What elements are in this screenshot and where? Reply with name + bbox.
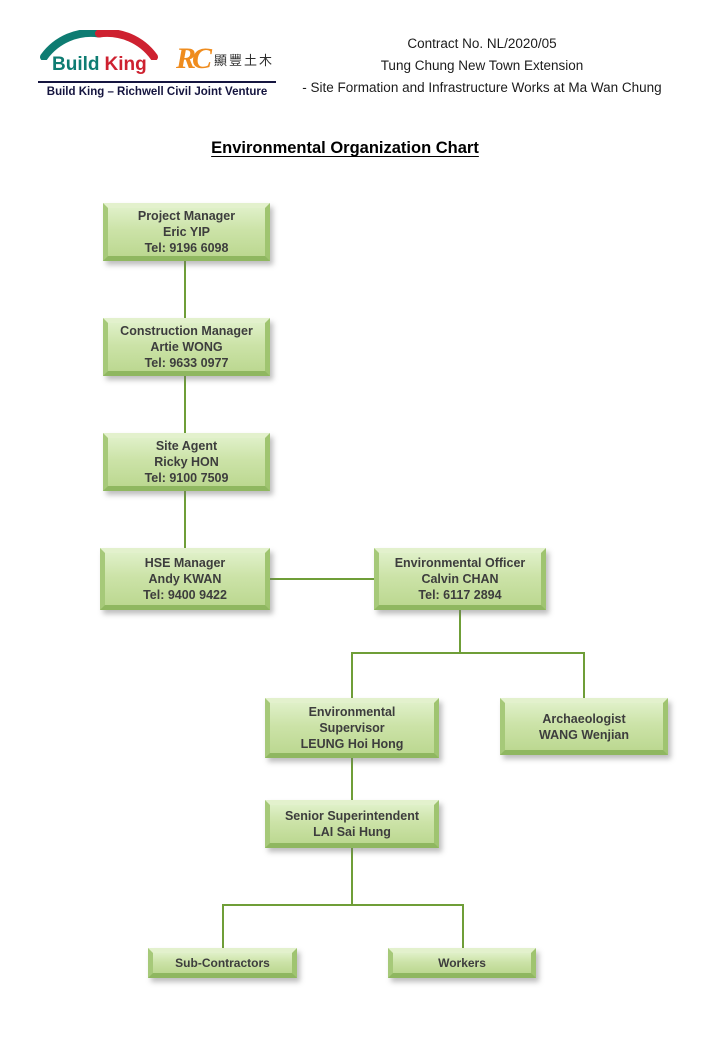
connector-sa-hse <box>184 491 186 548</box>
connector-ss-branch <box>222 904 464 906</box>
org-node-workers: Workers <box>388 948 536 978</box>
node-role: Supervisor <box>319 721 385 735</box>
node-role: Sub-Contractors <box>175 956 270 970</box>
node-role: Site Agent <box>155 439 218 453</box>
connector-pm-cm <box>184 261 186 318</box>
king-word: King <box>104 54 147 75</box>
richwell-civil-logo: RC 顯豐土木 <box>176 44 274 78</box>
node-phone: Tel: 9633 0977 <box>144 356 229 370</box>
page-title: Environmental Organization Chart <box>211 139 479 157</box>
node-phone: Tel: 6117 2894 <box>418 588 502 602</box>
node-person: Calvin CHAN <box>421 572 499 586</box>
org-node-site-agent: Site Agent Ricky HON Tel: 9100 7509 <box>103 433 270 491</box>
rc-monogram-icon: RC <box>176 42 212 75</box>
connector-branch-es <box>351 652 353 698</box>
connector-branch-workers <box>462 904 464 948</box>
connector-branch-arch <box>583 652 585 698</box>
logo-divider-rule <box>38 81 276 83</box>
org-node-environmental-supervisor: Environmental Supervisor LEUNG Hoi Hong <box>265 698 439 758</box>
org-node-senior-superintendent: Senior Superintendent LAI Sai Hung <box>265 800 439 848</box>
node-person: Andy KWAN <box>148 572 222 586</box>
node-person: LAI Sai Hung <box>313 825 391 839</box>
connector-eo-branch <box>351 652 585 654</box>
project-description: - Site Formation and Infrastructure Work… <box>302 80 662 95</box>
rc-chinese-name: 顯豐土木 <box>214 52 275 68</box>
node-phone: Tel: 9400 9422 <box>143 588 227 602</box>
org-node-project-manager: Project Manager Eric YIP Tel: 9196 6098 <box>103 203 270 261</box>
node-person: LEUNG Hoi Hong <box>300 737 404 751</box>
node-role: Senior Superintendent <box>284 809 420 823</box>
node-person: Artie WONG <box>150 340 223 354</box>
node-role: Project Manager <box>137 209 236 223</box>
node-phone: Tel: 9196 6098 <box>144 241 229 255</box>
build-king-arch-icon <box>40 30 158 60</box>
org-node-hse-manager: HSE Manager Andy KWAN Tel: 9400 9422 <box>100 548 270 610</box>
title-row: Environmental Organization Chart <box>0 139 690 158</box>
org-node-construction-manager: Construction Manager Artie WONG Tel: 963… <box>103 318 270 376</box>
contract-header: Contract No. NL/2020/05 Tung Chung New T… <box>283 33 681 99</box>
contract-number: Contract No. NL/2020/05 <box>407 36 557 51</box>
node-role: Construction Manager <box>120 324 253 338</box>
node-role: HSE Manager <box>144 556 226 570</box>
node-role: Workers <box>438 956 486 970</box>
connector-branch-subcontractors <box>222 904 224 948</box>
node-person: Ricky HON <box>154 455 219 469</box>
connector-eo-down <box>459 610 461 653</box>
node-role: Environmental Officer <box>394 556 526 570</box>
org-node-archaeologist: Archaeologist WANG Wenjian <box>500 698 668 755</box>
org-node-environmental-officer: Environmental Officer Calvin CHAN Tel: 6… <box>374 548 546 610</box>
project-name: Tung Chung New Town Extension <box>380 58 584 73</box>
node-phone: Tel: 9100 7509 <box>144 471 229 485</box>
connector-cm-sa <box>184 376 186 433</box>
node-person: WANG Wenjian <box>538 727 630 742</box>
node-person: Eric YIP <box>162 225 211 239</box>
node-role: Archaeologist <box>542 711 626 726</box>
connector-hse-eo <box>270 578 374 580</box>
build-word: Build <box>52 54 100 75</box>
connector-es-ss <box>351 758 353 800</box>
joint-venture-name: Build King – Richwell Civil Joint Ventur… <box>46 86 268 98</box>
org-node-sub-contractors: Sub-Contractors <box>148 948 297 978</box>
connector-ss-down <box>351 848 353 905</box>
node-role: Environmental <box>308 705 396 719</box>
